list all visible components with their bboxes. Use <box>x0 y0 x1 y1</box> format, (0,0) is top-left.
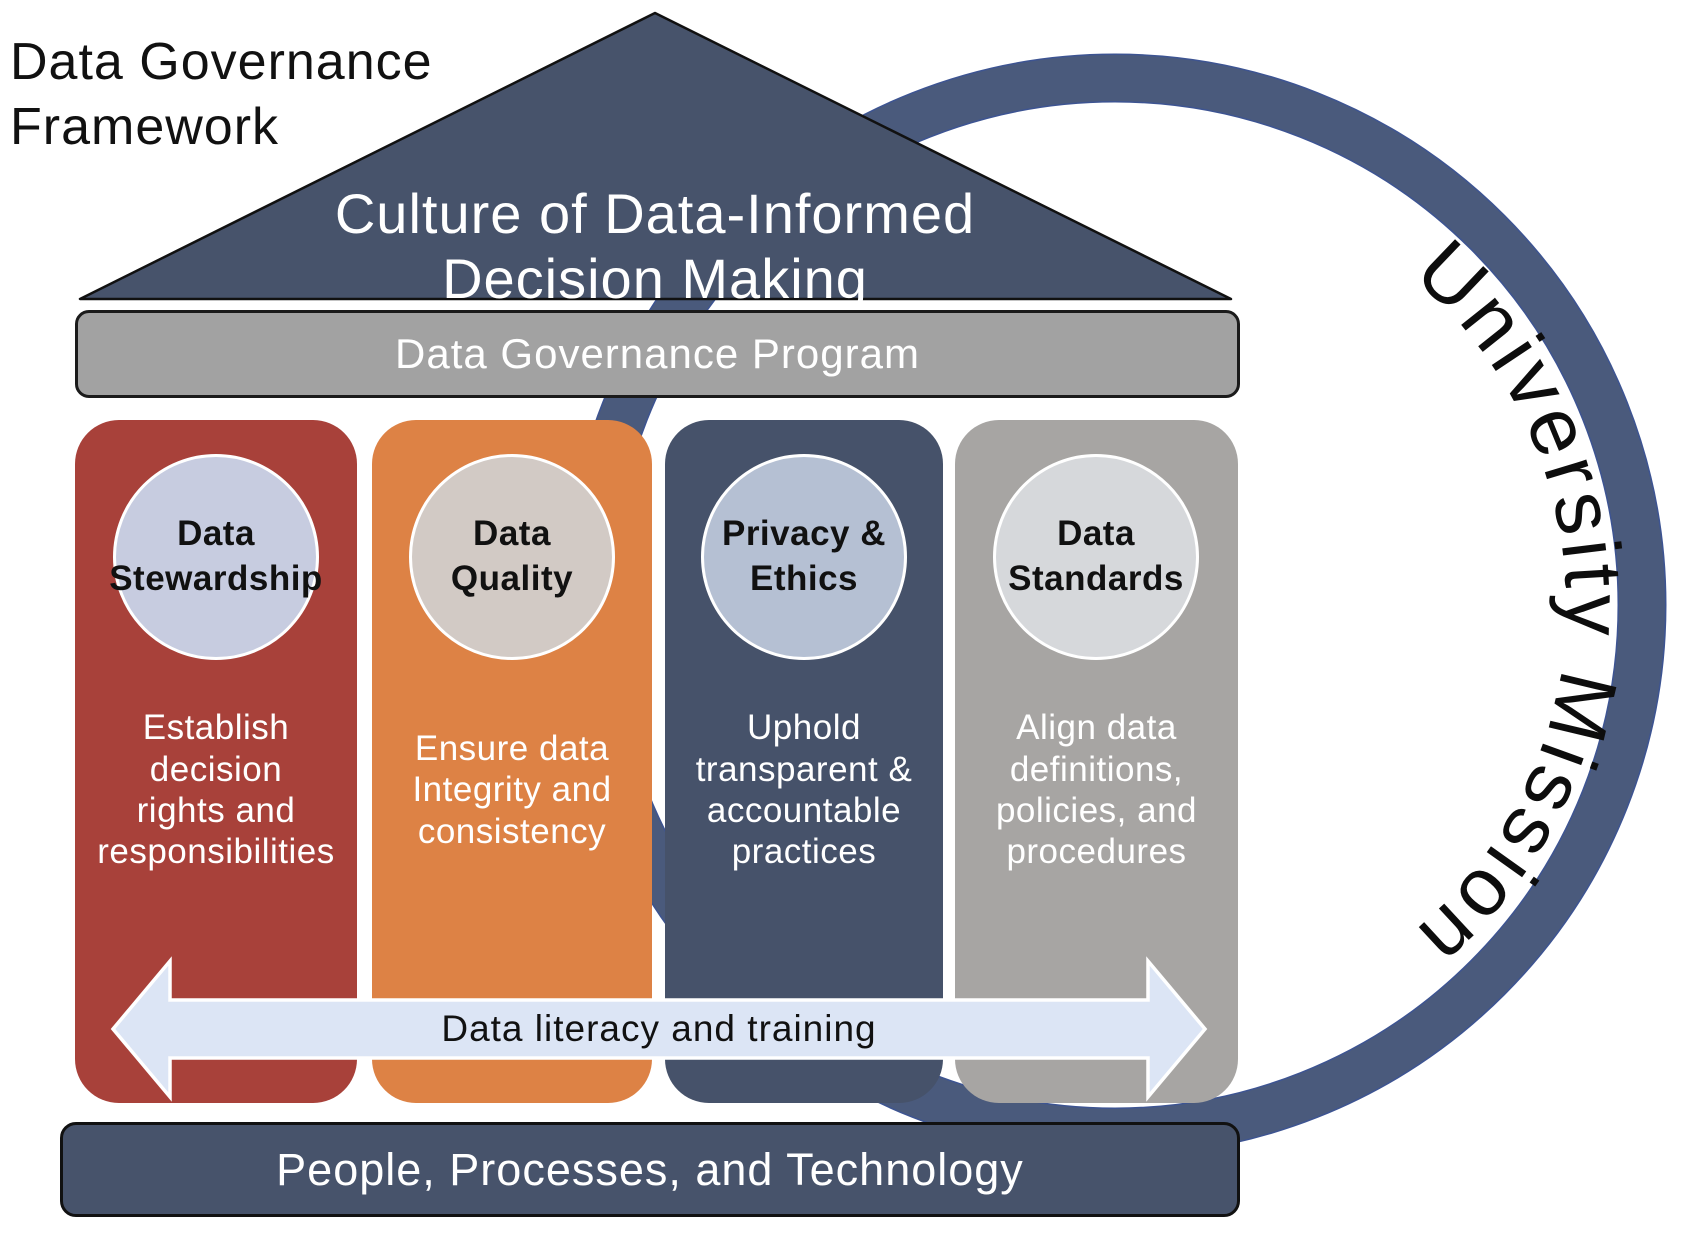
program-bar-label: Data Governance Program <box>395 330 920 377</box>
pillar-description: Align data definitions, policies, and pr… <box>955 670 1238 910</box>
literacy-arrow-text: Data literacy and training <box>441 1008 877 1049</box>
pillar-circle-label: Data Stewardship <box>109 514 323 598</box>
pillar-description-text: Establish decision rights and responsibi… <box>97 708 335 872</box>
pillar-circle-label: Data Standards <box>1008 514 1184 598</box>
literacy-arrow-label: Data literacy and training <box>259 1003 1059 1055</box>
pillar-data-stewardship: Data Stewardship Establish decision righ… <box>75 420 357 1103</box>
pillar-circle-label: Privacy & Ethics <box>721 514 887 598</box>
pillar-circle: Data Quality <box>409 454 615 660</box>
pillar-circle: Privacy & Ethics <box>701 454 907 660</box>
pillar-description-text: Ensure data Integrity and consistency <box>412 729 612 851</box>
pillar-description-text: Uphold transparent & accountable practic… <box>695 708 913 872</box>
pillar-description: Establish decision rights and responsibi… <box>75 670 357 910</box>
roof-label: Culture of Data-Informed Decision Making <box>334 182 976 310</box>
program-bar: Data Governance Program <box>75 310 1240 398</box>
pillar-circle: Data Stewardship <box>109 454 322 660</box>
pillar-description: Uphold transparent & accountable practic… <box>665 670 943 910</box>
mission-ring-label: University Mission <box>1399 223 1640 988</box>
pillar-circle: Data Standards <box>993 454 1199 660</box>
pillar-data-standards: Data Standards Align data definitions, p… <box>955 420 1238 1103</box>
pillar-description: Ensure data Integrity and consistency <box>372 670 652 910</box>
page-title: Data Governance Framework <box>10 33 433 156</box>
pillar-data-quality: Data Quality Ensure data Integrity and c… <box>372 420 652 1103</box>
foundation-bar-label: People, Processes, and Technology <box>276 1143 1024 1195</box>
roof-triangle <box>78 11 1233 301</box>
foundation-bar: People, Processes, and Technology <box>60 1122 1240 1217</box>
pillar-circle-label: Data Quality <box>450 514 574 598</box>
pillar-privacy-ethics: Privacy & Ethics Uphold transparent & ac… <box>665 420 943 1103</box>
pillar-description-text: Align data definitions, policies, and pr… <box>995 708 1198 872</box>
